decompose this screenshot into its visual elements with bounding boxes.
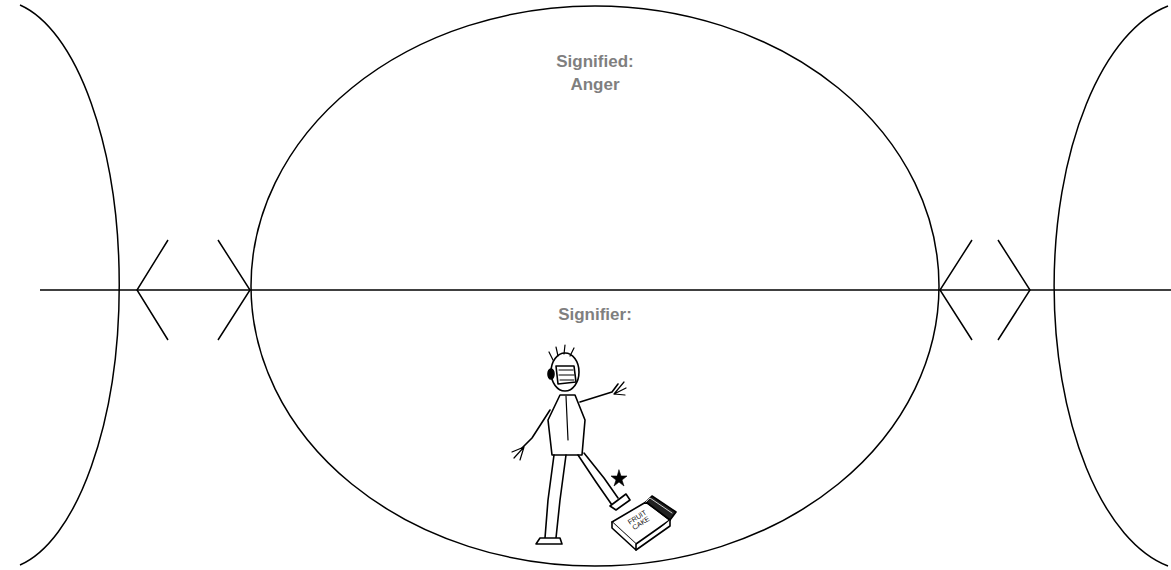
angry-man-illustration: [512, 345, 676, 550]
chevron: [137, 240, 168, 340]
left-partial-ellipse: [20, 5, 119, 565]
signified-text: Signified: Anger: [545, 50, 645, 96]
chevron: [218, 240, 250, 340]
axis-line: [40, 289, 1171, 291]
signifier-text: Signifier:: [525, 303, 665, 326]
right-partial-ellipse: [1054, 6, 1168, 566]
chevron: [998, 240, 1030, 340]
chevron: [940, 240, 972, 340]
sign-ellipse: Signified: AngerSignifier:: [250, 5, 940, 567]
